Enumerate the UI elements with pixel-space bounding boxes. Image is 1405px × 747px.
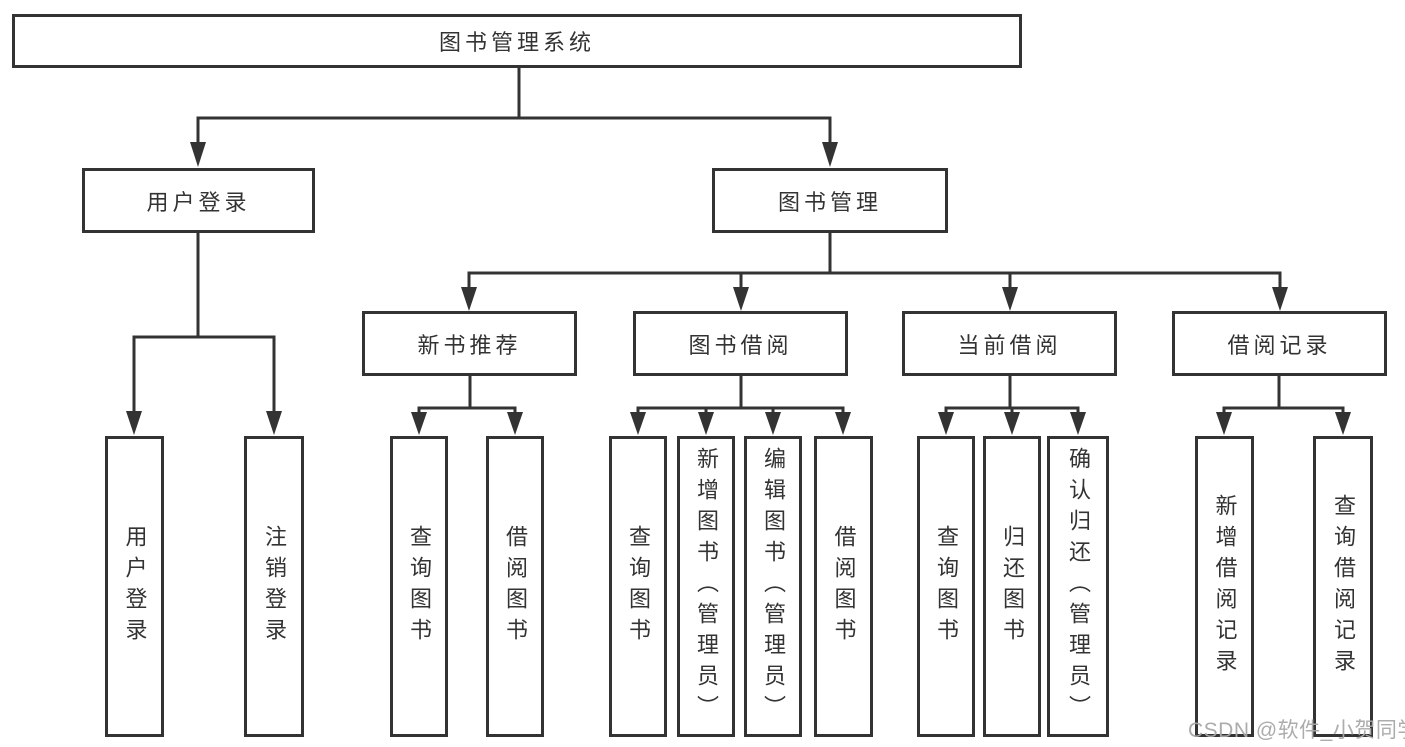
node-current-borrow-label: 当前借阅 bbox=[957, 332, 1062, 358]
edge-new-book-rec-to-leaves bbox=[411, 375, 523, 435]
node-borrow-record: 借阅记录 bbox=[1172, 311, 1387, 376]
node-leaf-bb-add-book-admin-label: 新增图书（管理员） bbox=[694, 447, 719, 726]
node-book-mgmt-label: 图书管理 bbox=[777, 189, 882, 215]
edge-current-borrow-to-leaves bbox=[938, 375, 1086, 435]
node-leaf-cb-return-book: 归还图书 bbox=[983, 436, 1041, 737]
node-leaf-bb-borrow-book-label: 借阅图书 bbox=[831, 524, 857, 649]
node-book-borrow: 图书借阅 bbox=[633, 311, 848, 376]
edge-root-to-level1 bbox=[190, 67, 838, 167]
node-leaf-logout: 注销登录 bbox=[244, 436, 304, 737]
node-user-login: 用户登录 bbox=[82, 168, 315, 233]
node-leaf-bb-edit-book-admin-label: 编辑图书（管理员） bbox=[761, 447, 786, 726]
node-leaf-logout-label: 注销登录 bbox=[262, 524, 287, 649]
edge-borrow-record-to-leaves bbox=[1216, 375, 1351, 435]
node-leaf-nbr-query-book: 查询图书 bbox=[390, 436, 448, 737]
node-book-borrow-label: 图书借阅 bbox=[688, 332, 793, 358]
node-leaf-bb-query-book: 查询图书 bbox=[609, 436, 667, 737]
node-leaf-cb-return-book-label: 归还图书 bbox=[1000, 524, 1025, 649]
node-root: 图书管理系统 bbox=[12, 14, 1022, 68]
csdn-watermark: CSDN @软件_小贺同学 bbox=[1188, 719, 1405, 742]
node-leaf-nbr-borrow-book-label: 借阅图书 bbox=[503, 524, 528, 649]
node-leaf-cb-confirm-return-admin: 确认归还（管理员） bbox=[1047, 436, 1109, 737]
edge-user-login-to-leaves bbox=[126, 232, 282, 435]
node-leaf-bb-add-book-admin: 新增图书（管理员） bbox=[677, 436, 735, 737]
node-leaf-user-login-label: 用户登录 bbox=[122, 524, 148, 649]
node-root-label: 图书管理系统 bbox=[438, 30, 595, 55]
node-leaf-nbr-query-book-label: 查询图书 bbox=[407, 524, 432, 649]
node-new-book-rec-label: 新书推荐 bbox=[417, 332, 522, 358]
node-leaf-br-add-record-label: 新增借阅记录 bbox=[1212, 493, 1238, 680]
node-borrow-record-label: 借阅记录 bbox=[1227, 332, 1332, 358]
node-leaf-user-login: 用户登录 bbox=[105, 436, 164, 737]
node-new-book-rec: 新书推荐 bbox=[362, 311, 577, 376]
node-leaf-cb-query-book-label: 查询图书 bbox=[934, 524, 959, 649]
edge-book-borrow-to-leaves bbox=[630, 375, 851, 435]
edge-book-mgmt-to-level2 bbox=[461, 232, 1288, 311]
node-leaf-bb-query-book-label: 查询图书 bbox=[626, 524, 651, 649]
node-leaf-bb-edit-book-admin: 编辑图书（管理员） bbox=[744, 436, 802, 737]
node-current-borrow: 当前借阅 bbox=[902, 311, 1117, 376]
node-leaf-cb-query-book: 查询图书 bbox=[917, 436, 975, 737]
node-user-login-label: 用户登录 bbox=[146, 189, 251, 215]
node-leaf-bb-borrow-book: 借阅图书 bbox=[814, 436, 873, 737]
node-leaf-nbr-borrow-book: 借阅图书 bbox=[486, 436, 544, 737]
node-leaf-br-add-record: 新增借阅记录 bbox=[1195, 436, 1254, 737]
node-leaf-cb-confirm-return-admin-label: 确认归还（管理员） bbox=[1066, 447, 1091, 726]
node-leaf-br-query-record: 查询借阅记录 bbox=[1313, 436, 1373, 737]
node-leaf-br-query-record-label: 查询借阅记录 bbox=[1331, 493, 1356, 680]
node-book-mgmt: 图书管理 bbox=[712, 168, 948, 233]
